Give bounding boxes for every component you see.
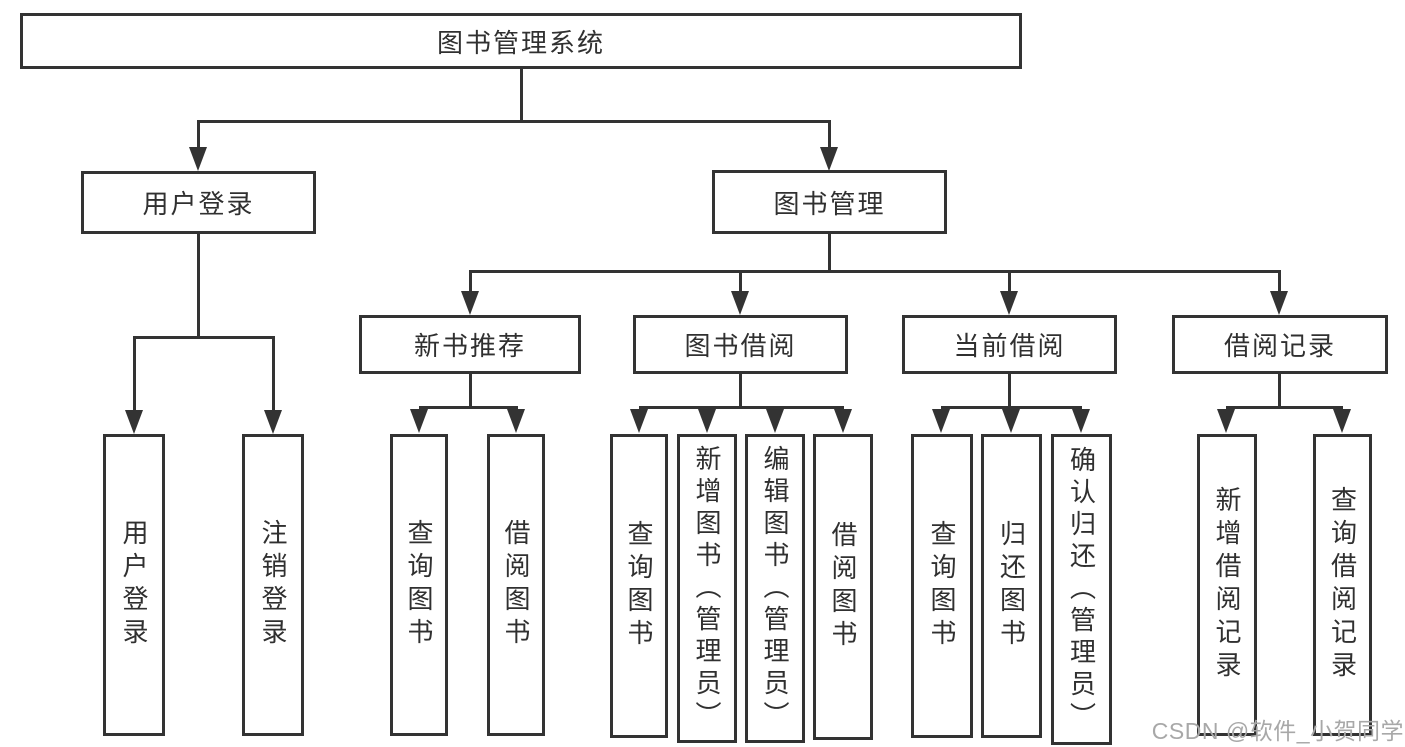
arrow-book-borrow-icon <box>731 291 749 315</box>
connector-to-leaf-login <box>133 336 136 412</box>
arrow-current-borrow-icon <box>1000 291 1018 315</box>
node-book-borrowing: 图书借阅 <box>633 315 848 374</box>
connector-level3-hline <box>469 270 1280 273</box>
arrow-g2-query-icon <box>410 409 428 433</box>
arrow-g2-borrow-icon <box>507 409 525 433</box>
arrow-g3-query-icon <box>630 409 648 433</box>
connector-g2-hline <box>419 406 518 409</box>
leaf-query-borrow-record: 查询借阅记录 <box>1313 434 1372 736</box>
arrow-leaf-logout-icon <box>264 410 282 434</box>
arrow-g5-query-icon <box>1333 409 1351 433</box>
csdn-watermark: CSDN @软件_小贺同学 <box>1151 718 1404 744</box>
leaf-add-books-admin: 新增图书（管理员） <box>677 434 737 743</box>
connector-to-user-login <box>197 120 200 150</box>
arrow-g4-return-icon <box>1002 409 1020 433</box>
node-root: 图书管理系统 <box>20 13 1022 69</box>
connector-current-borrow-stem <box>1008 374 1011 409</box>
leaf-logout: 注销登录 <box>242 434 304 736</box>
leaf-add-borrow-record: 新增借阅记录 <box>1197 434 1257 736</box>
connector-to-leaf-logout <box>272 336 275 412</box>
leaf-confirm-return-admin: 确认归还（管理员） <box>1051 434 1112 745</box>
connector-user-group-hline <box>133 336 275 339</box>
connector-book-borrow-stem <box>739 374 742 409</box>
node-current-borrowing: 当前借阅 <box>902 315 1117 374</box>
node-borrowing-records: 借阅记录 <box>1172 315 1388 374</box>
leaf-user-login: 用户登录 <box>103 434 165 736</box>
leaf-borrow-books-1: 借阅图书 <box>487 434 545 736</box>
connector-user-login-stem <box>197 234 200 339</box>
arrow-g3-borrow-icon <box>834 409 852 433</box>
leaf-query-books-3: 查询图书 <box>911 434 973 738</box>
arrow-g3-edit-icon <box>766 409 784 433</box>
connector-book-mgmt-stem <box>828 234 831 272</box>
arrow-g4-query-icon <box>932 409 950 433</box>
leaf-query-books-2: 查询图书 <box>610 434 668 738</box>
arrow-book-mgmt-icon <box>820 147 838 171</box>
arrow-g4-confirm-icon <box>1072 409 1090 433</box>
arrow-new-books-icon <box>461 291 479 315</box>
connector-level2-hline <box>197 120 830 123</box>
node-book-management: 图书管理 <box>712 170 947 234</box>
connector-new-books-stem <box>469 374 472 409</box>
arrow-g5-add-icon <box>1217 409 1235 433</box>
leaf-query-books-1: 查询图书 <box>390 434 448 736</box>
connector-g4-hline <box>941 406 1082 409</box>
arrow-leaf-login-icon <box>125 410 143 434</box>
arrow-borrow-records-icon <box>1270 291 1288 315</box>
connector-to-new-books <box>469 270 472 292</box>
arrow-user-login-icon <box>189 147 207 171</box>
connector-g3-hline <box>639 406 844 409</box>
node-new-book-recommend: 新书推荐 <box>359 315 581 374</box>
node-user-login: 用户登录 <box>81 171 316 234</box>
arrow-g3-add-icon <box>698 409 716 433</box>
connector-borrow-records-stem <box>1278 374 1281 409</box>
leaf-edit-books-admin: 编辑图书（管理员） <box>745 434 805 743</box>
connector-root-stem <box>520 68 523 121</box>
connector-to-book-mgmt <box>828 120 831 150</box>
leaf-return-books: 归还图书 <box>981 434 1042 738</box>
connector-g5-hline <box>1226 406 1343 409</box>
connector-to-borrow-records <box>1278 270 1281 292</box>
connector-to-book-borrow <box>739 270 742 292</box>
connector-to-current-borrow <box>1008 270 1011 292</box>
leaf-borrow-books-2: 借阅图书 <box>813 434 873 740</box>
